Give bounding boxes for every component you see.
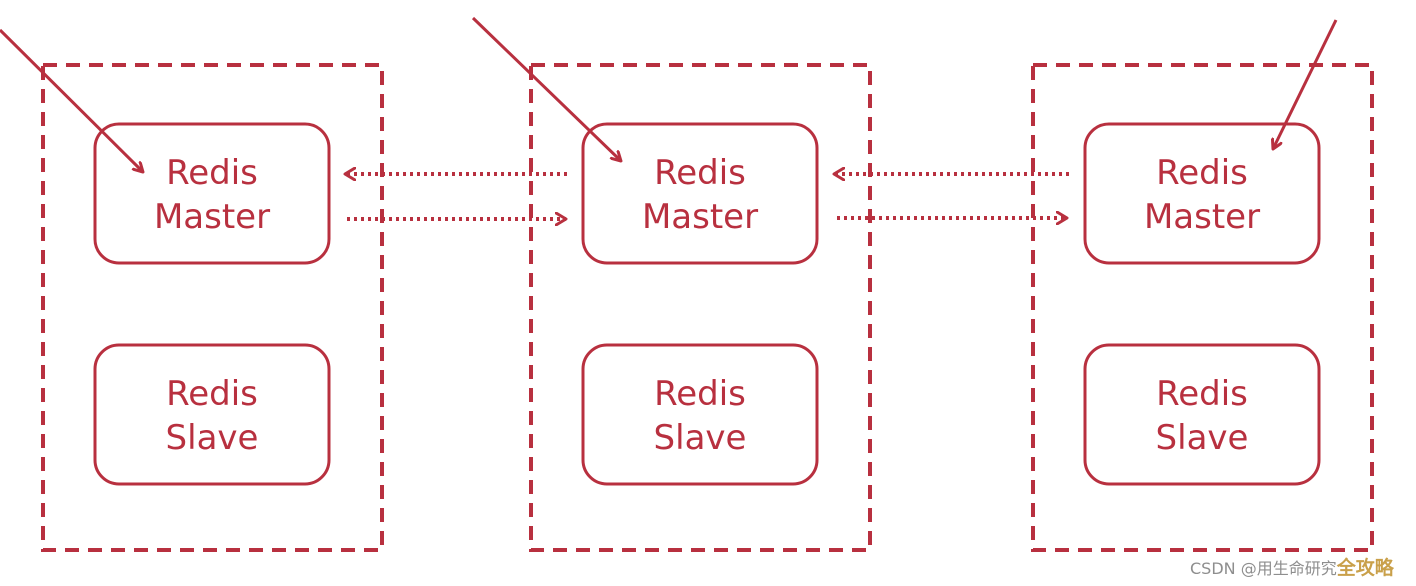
group-3-slave-label-line1: Redis — [1156, 374, 1248, 414]
group-2-master-label-line2: Master — [642, 197, 758, 237]
group-1-slave-label-line2: Slave — [166, 418, 259, 458]
group-3-boundary — [1031, 63, 1374, 552]
group-2-boundary — [529, 63, 872, 552]
group-3-slave-label-line2: Slave — [1156, 418, 1249, 458]
watermark-brand: 全攻略 — [1336, 557, 1394, 579]
group-1-slave-label-line1: Redis — [166, 374, 258, 414]
group-3-master-node — [1083, 122, 1321, 265]
group-2-slave-node — [581, 343, 819, 486]
watermark: CSDN @用生命研究全攻略 — [1190, 555, 1394, 581]
group-2-master-node — [581, 122, 819, 265]
group-1-master-label-line1: Redis — [166, 153, 258, 193]
client-arrow-to-master-1 — [0, 28, 143, 172]
group-2-master-label-line1: Redis — [654, 153, 746, 193]
group-1-master-label-line2: Master — [154, 197, 270, 237]
group-2-slave-label-line1: Redis — [654, 374, 746, 414]
group-1-boundary — [41, 63, 384, 552]
group-3-master-label-line2: Master — [1144, 197, 1260, 237]
group-3-master-label-line1: Redis — [1156, 153, 1248, 193]
group-2-slave-label-line2: Slave — [654, 418, 747, 458]
group-3-slave-node — [1083, 343, 1321, 486]
watermark-text: CSDN @用生命研究 — [1190, 559, 1337, 578]
group-1-master-node — [93, 122, 331, 265]
client-arrow-to-master-3 — [1273, 19, 1338, 149]
group-1-slave-node — [93, 343, 331, 486]
client-arrow-to-master-2 — [471, 16, 621, 161]
